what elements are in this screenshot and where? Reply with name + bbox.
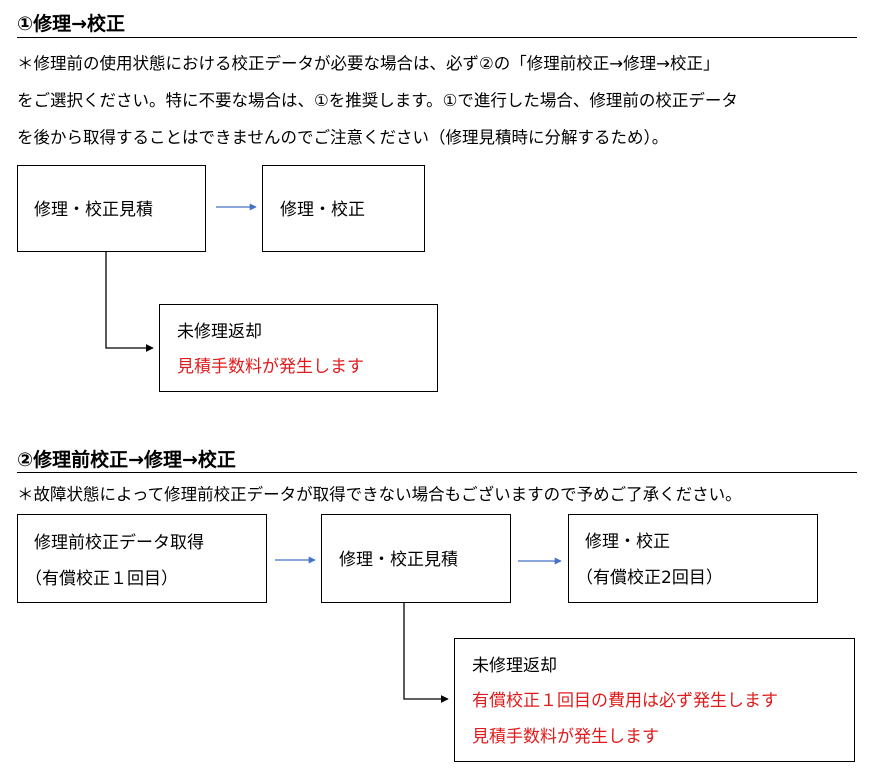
- s2-box-return-fee-1: 有償校正１回目の費用は必ず発生します: [472, 691, 778, 711]
- section1-note-line-1: ＊修理前の使用状態における校正データが必要な場合は、必ず②の「修理前校正→修理→…: [17, 54, 720, 73]
- s1-arrow-estimate-to-return: [105, 252, 154, 352]
- s2-box-return-fee-2: 見積手数料が発生します: [472, 727, 659, 747]
- s1-box-repair: 修理・校正: [262, 165, 425, 252]
- section1-note-line-3: を後から取得することはできませんのでご注意ください（修理見積時に分解するため）。: [17, 128, 669, 147]
- s2-box-repair-sub: （有償校正2回目）: [576, 568, 723, 588]
- section1-heading-underline: [17, 37, 857, 38]
- s1-box-return-title: 未修理返却: [177, 322, 262, 342]
- s2-box-estimate: 修理・校正見積: [321, 514, 511, 603]
- s2-box-return-title: 未修理返却: [472, 656, 557, 676]
- s2-box-estimate-label: 修理・校正見積: [339, 550, 458, 570]
- section1-heading: ①修理→校正: [17, 13, 126, 35]
- section1-note-line-2: をご選択ください。特に不要な場合は、①を推奨します。①で進行した場合、修理前の校…: [17, 91, 738, 110]
- s2-box-repair-title: 修理・校正: [585, 532, 670, 552]
- s1-box-estimate: 修理・校正見積: [17, 165, 206, 252]
- s2-box-precal-sub: （有償校正１回目）: [25, 569, 178, 589]
- s1-box-estimate-label: 修理・校正見積: [34, 200, 153, 220]
- section2-note: ＊故障状態によって修理前校正データが取得できない場合もございますので予めご了承く…: [17, 485, 742, 504]
- s2-box-repair: 修理・校正 （有償校正2回目）: [568, 514, 818, 603]
- s2-box-return: 未修理返却 有償校正１回目の費用は必ず発生します 見積手数料が発生します: [454, 638, 855, 762]
- s1-box-repair-label: 修理・校正: [280, 200, 365, 220]
- s1-box-return-fee: 見積手数料が発生します: [177, 357, 364, 377]
- s1-box-return: 未修理返却 見積手数料が発生します: [159, 304, 438, 392]
- s2-box-precal-title: 修理前校正データ取得: [34, 533, 204, 553]
- section2-heading-underline: [17, 472, 857, 473]
- s2-arrow-estimate-to-return: [403, 603, 449, 703]
- s2-box-precal: 修理前校正データ取得 （有償校正１回目）: [17, 514, 267, 603]
- section2-heading: ②修理前校正→修理→校正: [17, 449, 236, 471]
